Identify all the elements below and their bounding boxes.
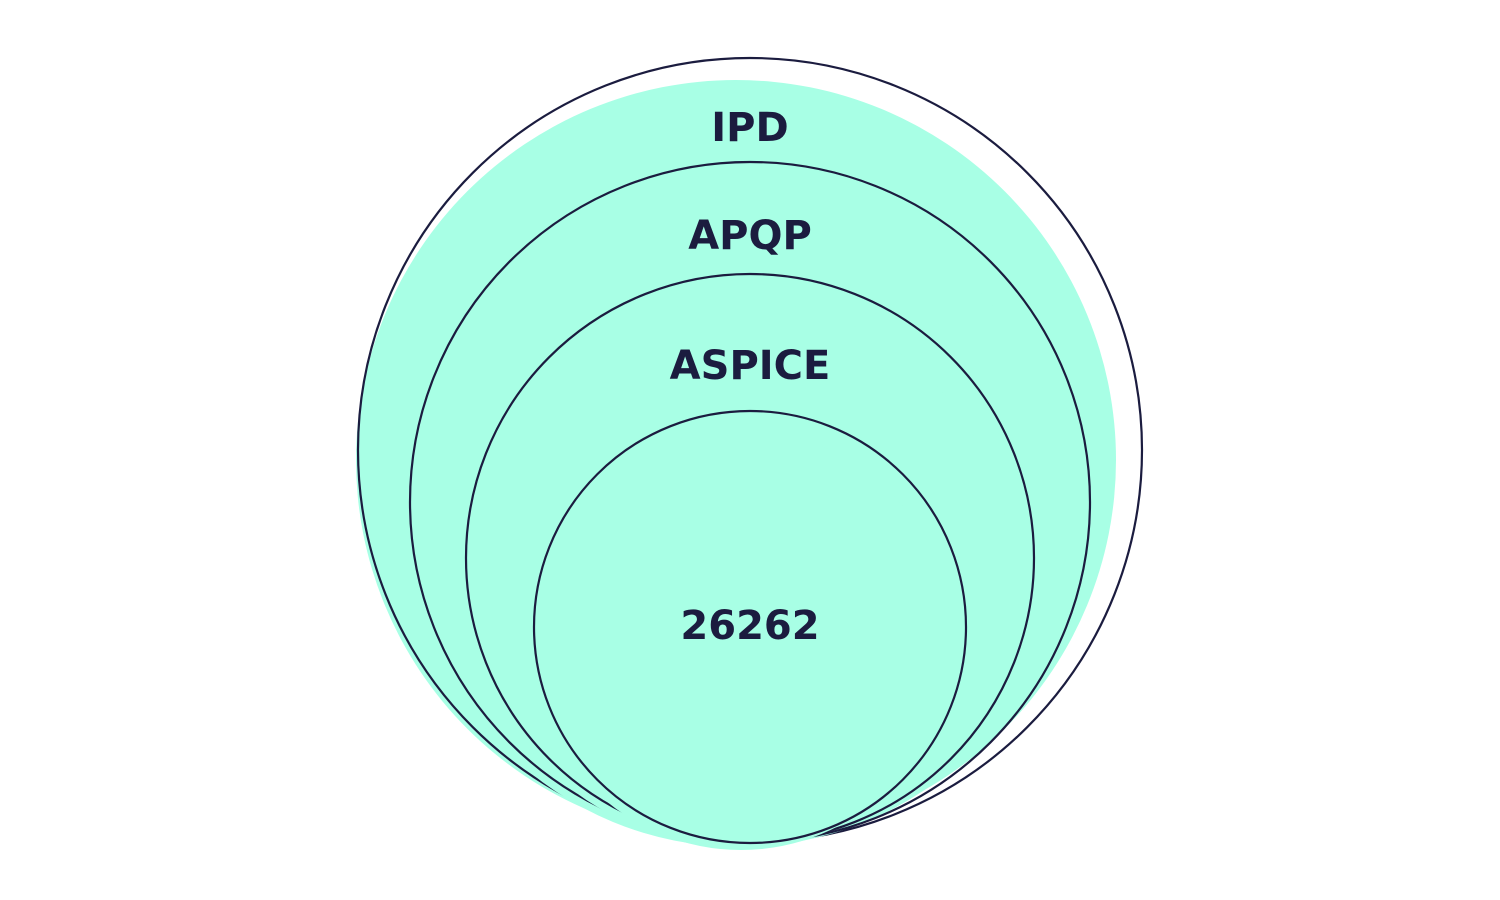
ring-26262-fill: [531, 430, 951, 850]
ring-ipd-label: IPD: [711, 105, 788, 151]
ring-26262: 26262: [531, 409, 968, 850]
ring-aspice-label: ASPICE: [670, 343, 831, 389]
ring-26262-outline: [532, 409, 968, 845]
ring-26262-label: 26262: [680, 603, 819, 649]
ring-apqp-label: APQP: [688, 213, 812, 259]
